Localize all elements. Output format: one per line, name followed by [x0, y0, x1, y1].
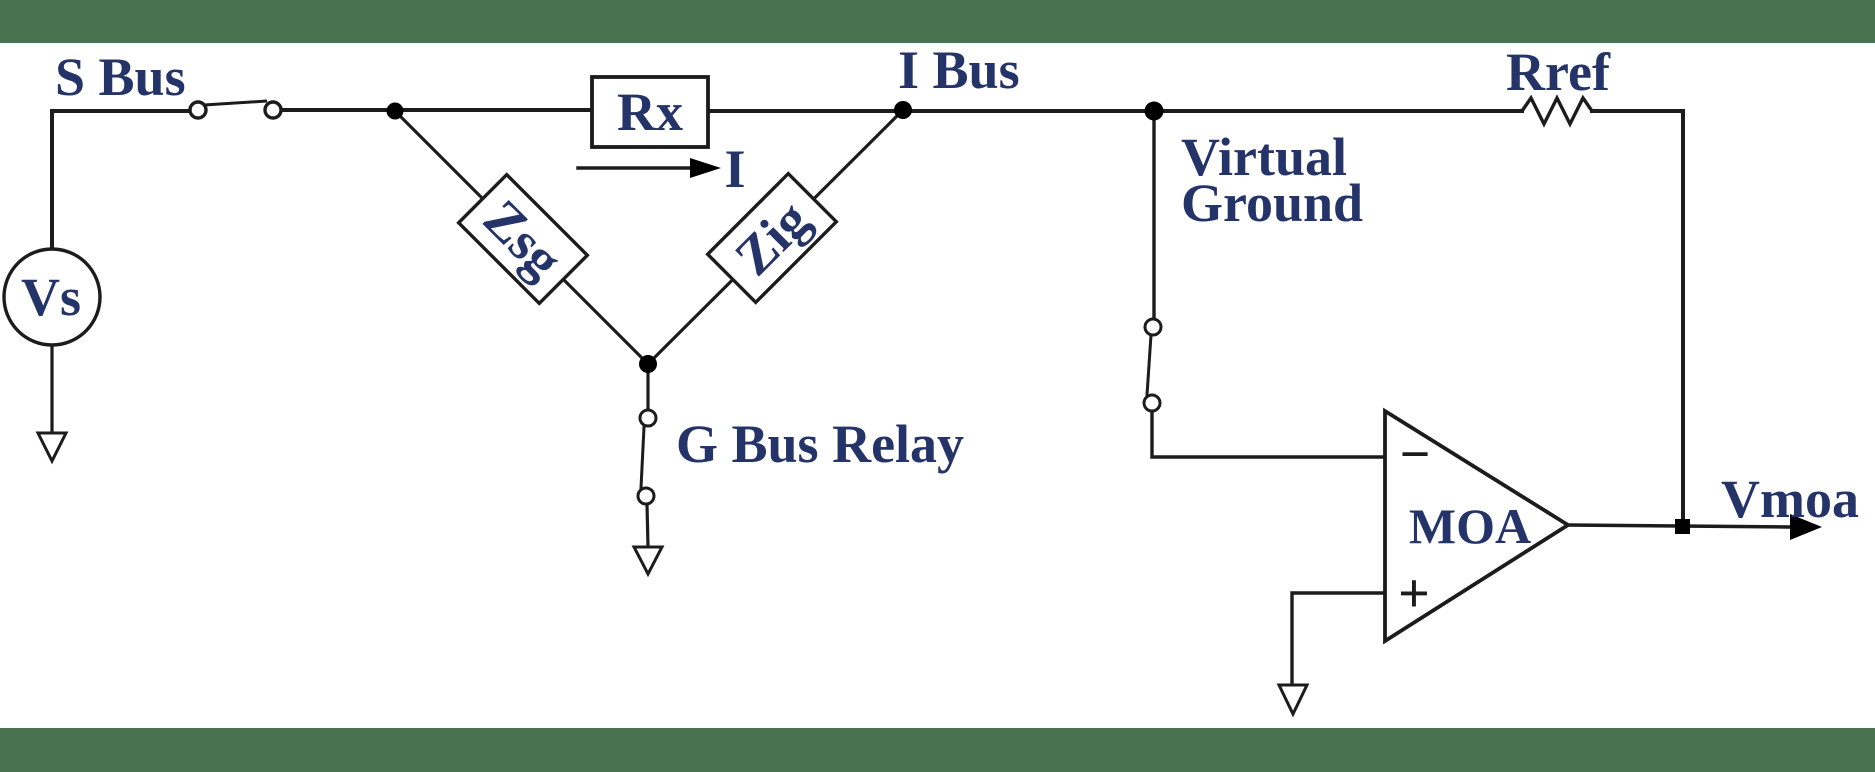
rref-label: Rref	[1506, 42, 1611, 102]
virtual-ground-label-line1: Virtual	[1181, 127, 1347, 187]
virtual-ground-relay-contact-top	[1143, 317, 1163, 337]
label-layer: S Bus I Bus Rx I Zsg Zig G Bus Relay Vir…	[21, 40, 1859, 554]
opamp-plus-sign: +	[1398, 563, 1430, 625]
s-bus-wire	[50, 109, 192, 252]
opamp-minus-sign: −	[1400, 424, 1431, 484]
zig-impedance-box	[705, 171, 839, 305]
s-bus-switch-blade	[203, 99, 268, 107]
vmoa-arrowhead	[1790, 514, 1822, 540]
vmoa-label: Vmoa	[1721, 469, 1859, 529]
rref-resistor-zigzag	[1519, 94, 1595, 128]
s-bus-label: S Bus	[55, 47, 186, 107]
rx-resistor-box	[590, 75, 710, 149]
g-bus-ground-symbol	[631, 545, 665, 578]
top-frame-bar	[0, 0, 1875, 43]
g-bus-relay-label: G Bus Relay	[676, 414, 964, 474]
virtual-ground-junction-node	[1144, 101, 1164, 121]
noninverting-input-wire	[1290, 591, 1387, 687]
inverting-input-wire	[1150, 409, 1387, 459]
opamp-label: MOA	[1409, 498, 1531, 554]
zsg-impedance-box	[456, 172, 590, 306]
feedback-wire	[1590, 109, 1685, 522]
s-bus-switch-contact-right	[263, 100, 283, 120]
output-junction-node	[1675, 519, 1690, 534]
current-label: I	[724, 139, 745, 199]
virtual-ground-relay-blade	[1145, 333, 1153, 397]
g-node-junction	[639, 355, 657, 373]
g-relay-contact-top	[638, 408, 658, 428]
s-bus-switch-contact-left	[188, 100, 208, 120]
zsg-box-outline	[456, 172, 590, 306]
i-bus-label: I Bus	[898, 40, 1020, 100]
s-bus-junction-node	[386, 102, 404, 120]
virtual-ground-label-line2: Ground	[1181, 173, 1363, 233]
g-relay-blade	[639, 425, 646, 490]
current-arrowhead	[690, 158, 721, 178]
vs-label: Vs	[21, 267, 81, 327]
vs-source-circle	[2, 247, 102, 347]
rx-label: Rx	[617, 82, 683, 142]
virtual-ground-relay-contact-bottom	[1142, 393, 1162, 413]
zig-box-outline	[705, 171, 839, 305]
bottom-frame-bar	[0, 728, 1875, 772]
vs-ground-symbol	[35, 431, 69, 465]
node-layer	[386, 101, 1822, 540]
opamp-port-signs: − +	[1398, 424, 1430, 625]
g-relay-contact-bottom	[636, 486, 656, 506]
g-relay-to-ground-wire	[645, 502, 650, 549]
i-bus-junction-node	[894, 101, 912, 119]
component-layer	[2, 75, 1572, 718]
opamp-triangle	[1383, 407, 1572, 645]
noninverting-ground-symbol	[1276, 683, 1310, 718]
